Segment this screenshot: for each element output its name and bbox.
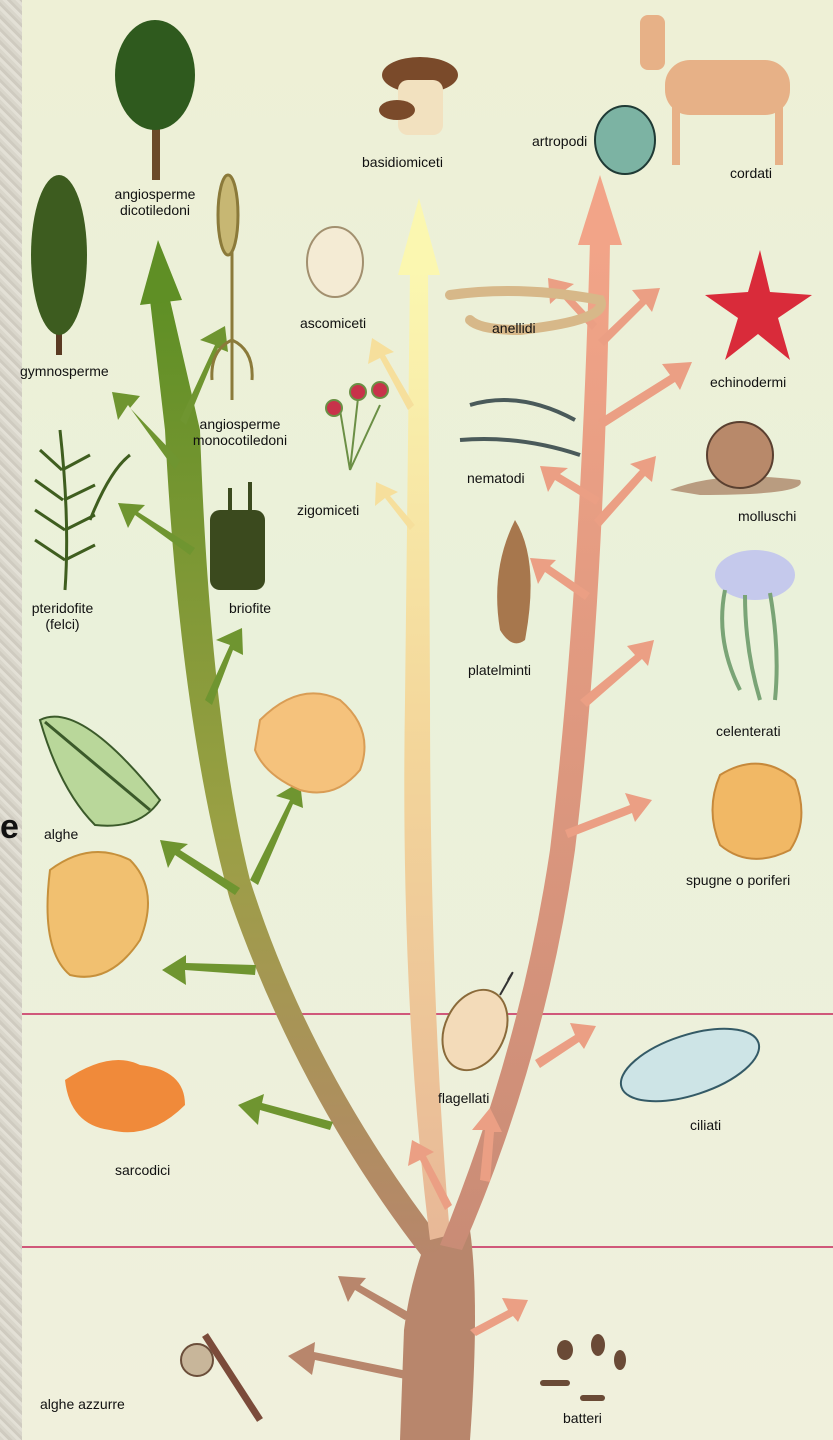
snail-illustration: [670, 422, 801, 495]
paramecium-illustration: [612, 1014, 767, 1116]
label-spugne-o-poriferi: spugne o poriferi: [686, 872, 790, 888]
label-sarcodici: sarcodici: [115, 1162, 170, 1178]
mushroom-illustration: [379, 57, 458, 135]
label-cordati: cordati: [730, 165, 772, 181]
beetle-illustration: [595, 106, 655, 174]
label-briofite: briofite: [210, 600, 290, 616]
monocot-illustration: [212, 175, 252, 400]
starfish-illustration: [705, 250, 812, 360]
label-flagellati: flagellati: [438, 1090, 489, 1106]
zygomycete-illustration: [326, 382, 388, 470]
trunk-side-arrows: [288, 1276, 412, 1380]
flatworm-illustration: [497, 520, 530, 643]
label-zigomiceti: zigomiceti: [297, 502, 359, 518]
cyanobacteria-illustration: [181, 1335, 260, 1420]
coral-algae-illustration: [48, 852, 149, 977]
bacteria-illustration: [540, 1334, 626, 1401]
label-molluschi: molluschi: [738, 508, 796, 524]
label-echinodermi: echinodermi: [710, 374, 786, 390]
label-anellidi: anellidi: [492, 320, 536, 336]
fern-illustration: [35, 430, 130, 590]
sponge-illustration: [713, 764, 802, 859]
label-angiosperme-dicotiledoni: angiosperme dicotiledoni: [105, 186, 205, 218]
tree-trunk: [400, 1230, 475, 1440]
moss-illustration: [210, 482, 265, 590]
label-ascomiceti: ascomiceti: [300, 315, 366, 331]
nematode-illustration: [460, 400, 580, 455]
label-alghe-azzurre: alghe azzurre: [40, 1396, 125, 1412]
ascomycete-illustration: [307, 227, 363, 297]
sarcodine-illustration: [65, 1060, 185, 1132]
label-basidiomiceti: basidiomiceti: [362, 154, 443, 170]
gymnosperm-illustration: [31, 175, 87, 355]
label-angiosperme-monocotiledoni: angiosperme monocotiledoni: [180, 416, 300, 448]
label-nematodi: nematodi: [467, 470, 525, 486]
plant-branch-tip: [140, 240, 182, 305]
fungi-branch-tip: [398, 198, 440, 275]
label-artropodi: artropodi: [532, 133, 587, 149]
jellyfish-illustration: [715, 550, 795, 700]
side-mark: e: [0, 808, 19, 847]
algae-illustration: [40, 717, 160, 826]
label-gymnosperme: gymnosperme: [20, 363, 109, 379]
lichen-illustration: [255, 693, 365, 792]
label-pteridofite: pteridofite (felci): [15, 600, 110, 632]
label-alghe: alghe: [44, 826, 78, 842]
label-ciliati: ciliati: [690, 1117, 721, 1133]
label-platelminti: platelminti: [468, 662, 531, 678]
label-celenterati: celenterati: [716, 723, 781, 739]
deer-illustration: [640, 15, 790, 165]
animal-side-arrows: [408, 278, 692, 1336]
label-batteri: batteri: [563, 1410, 602, 1426]
tree-dicot-illustration: [115, 20, 195, 180]
animal-branch-tip: [578, 175, 622, 245]
